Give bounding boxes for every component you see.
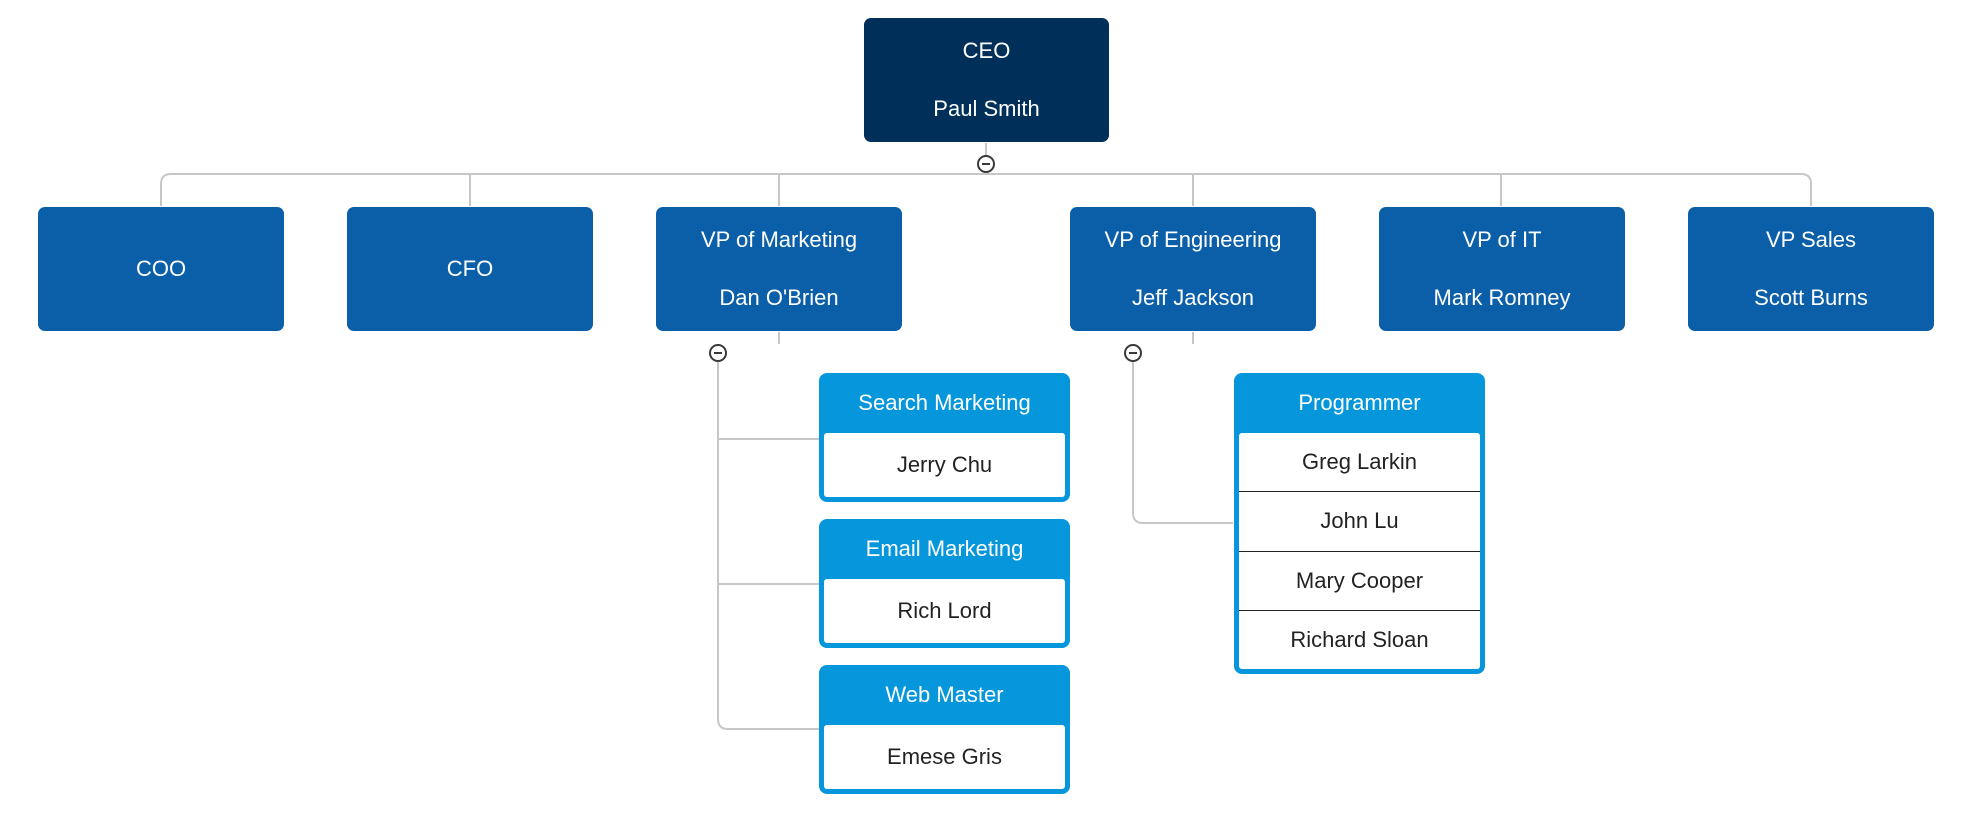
vp-marketing-name: Dan O'Brien (719, 285, 839, 310)
collapse-icon[interactable] (709, 344, 727, 362)
vp-engineering-name: Jeff Jackson (1132, 285, 1254, 310)
team-card-web-master[interactable]: Web Master Emese Gris (819, 665, 1070, 794)
vp-sales-name: Scott Burns (1754, 285, 1868, 310)
vp-sales-title: VP Sales (1765, 227, 1857, 252)
vp-it-node[interactable]: VP of IT Mark Romney (1379, 207, 1625, 331)
ceo-name: Paul Smith (933, 96, 1040, 121)
team-card-search-marketing[interactable]: Search Marketing Jerry Chu (819, 373, 1070, 502)
team-member: Jerry Chu (896, 452, 993, 477)
vp-engineering-title: VP of Engineering (1104, 227, 1282, 252)
team-member: Greg Larkin (1302, 449, 1417, 475)
team-card-email-marketing[interactable]: Email Marketing Rich Lord (819, 519, 1070, 648)
vp-engineering-node[interactable]: VP of Engineering Jeff Jackson (1070, 207, 1316, 331)
vp-it-title: VP of IT (1462, 227, 1542, 252)
team-card-role: Programmer (1298, 390, 1421, 415)
team-member: John Lu (1239, 491, 1480, 550)
vp-sales-node[interactable]: VP Sales Scott Burns (1688, 207, 1934, 331)
cfo-node[interactable]: CFO (347, 207, 593, 331)
ceo-node[interactable]: CEO Paul Smith (864, 18, 1109, 142)
cfo-title: CFO (446, 256, 494, 281)
vp-marketing-title: VP of Marketing (700, 227, 858, 252)
ceo-title: CEO (962, 38, 1011, 63)
team-card-role: Search Marketing (858, 390, 1031, 415)
team-card-role: Email Marketing (865, 536, 1024, 561)
team-member: Mary Cooper (1239, 550, 1480, 610)
team-member: Richard Sloan (1239, 609, 1480, 669)
team-card-programmer[interactable]: Programmer Greg Larkin John Lu Mary Coop… (1234, 373, 1485, 674)
team-member: Rich Lord (897, 598, 992, 623)
coo-title: COO (135, 256, 187, 281)
coo-node[interactable]: COO (38, 207, 284, 331)
collapse-icon[interactable] (1124, 344, 1142, 362)
vp-marketing-node[interactable]: VP of Marketing Dan O'Brien (656, 207, 902, 331)
team-member: Emese Gris (887, 744, 1002, 769)
team-card-role: Web Master (885, 682, 1004, 707)
vp-it-name: Mark Romney (1433, 285, 1571, 310)
collapse-icon[interactable] (977, 155, 995, 173)
